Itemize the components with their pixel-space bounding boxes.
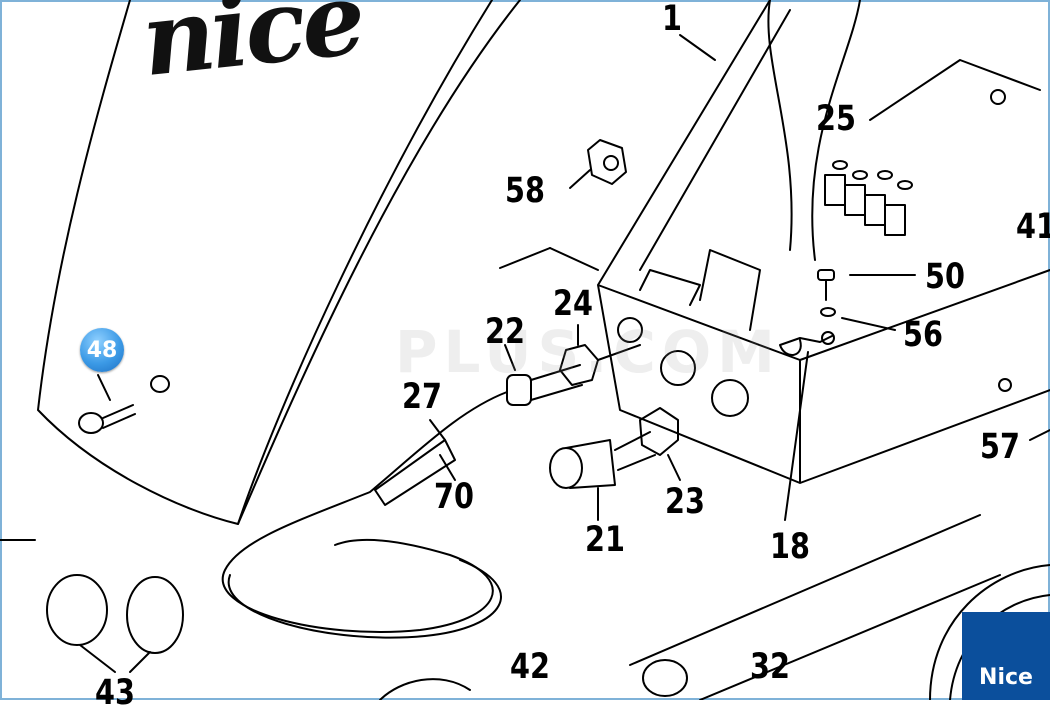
part-label-27: 27 <box>402 377 442 417</box>
part-label-43: 43 <box>95 673 135 713</box>
terminal-block-25 <box>824 160 913 236</box>
part-label-56: 56 <box>903 315 943 355</box>
part-label-25: 25 <box>816 99 856 139</box>
part-label-70: 70 <box>434 477 474 517</box>
part-label-24: 24 <box>553 284 593 324</box>
screw-48 <box>78 374 170 434</box>
brand-logo-text: Nice <box>979 665 1033 690</box>
part-label-18: 18 <box>770 527 810 567</box>
part-label-21: 21 <box>585 520 625 560</box>
part-label-50: 50 <box>925 257 965 297</box>
cover-inner-edge <box>237 0 521 525</box>
part-label-23: 23 <box>665 482 705 522</box>
gland-21 <box>549 407 681 521</box>
watermark: PLUS.COM <box>395 318 781 386</box>
gland-22 <box>504 324 641 406</box>
part-label-1: 1 <box>662 0 682 39</box>
brand-logo: Nice <box>962 612 1050 700</box>
part-label-22: 22 <box>485 312 525 352</box>
cover-shell <box>37 0 493 525</box>
part-label-42: 42 <box>510 647 550 687</box>
part-48-badge[interactable]: 48 <box>80 328 124 372</box>
cable-27 <box>221 391 508 633</box>
control-box <box>597 0 1050 484</box>
part-label-57: 57 <box>980 427 1020 467</box>
nut-58 <box>569 139 627 189</box>
part-label-41: 41 <box>1016 207 1050 247</box>
part-label-32: 32 <box>750 647 790 687</box>
part-label-58: 58 <box>505 171 545 211</box>
